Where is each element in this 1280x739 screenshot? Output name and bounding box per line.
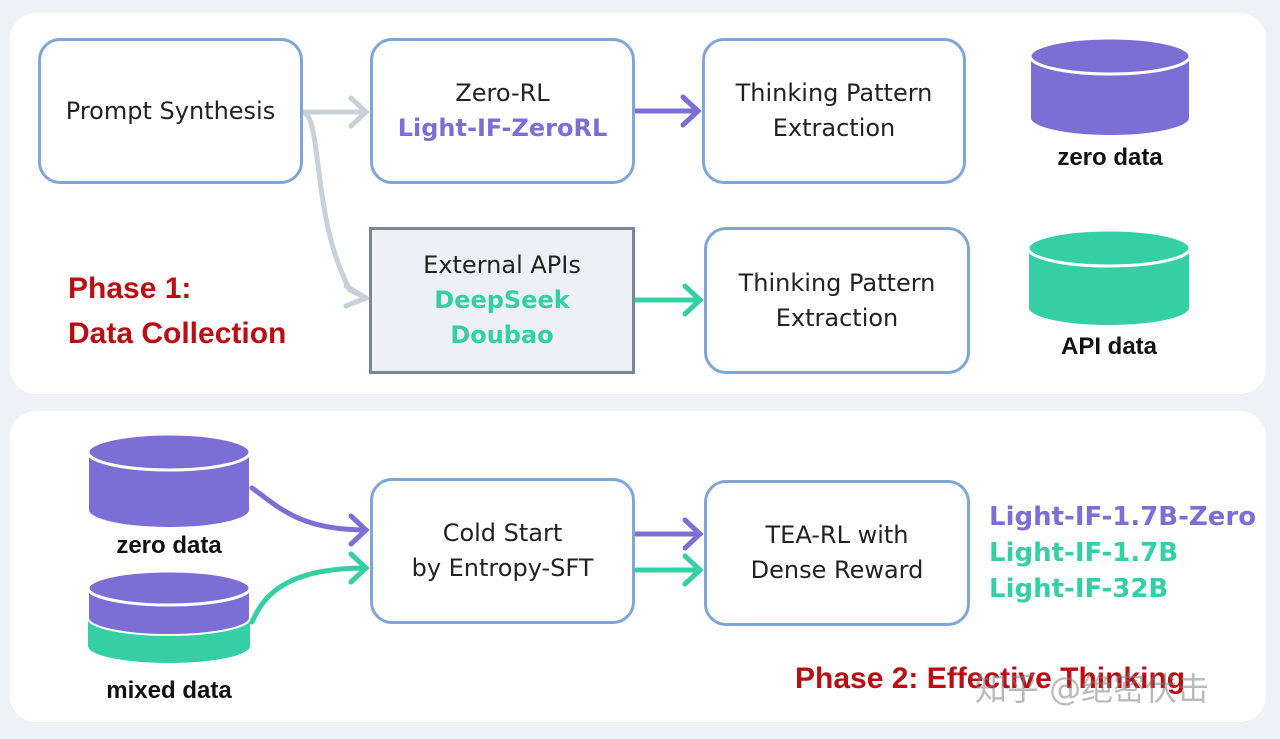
thinking-extraction-top-box: Thinking Pattern Extraction (702, 38, 966, 184)
external-api-doubao: Doubao (450, 321, 554, 349)
output-light-if-1-7b: Light-IF-1.7B (989, 538, 1179, 568)
phase1-title-line2: Data Collection (68, 317, 287, 350)
arrow-prompt-to-external (301, 110, 372, 309)
tea-rl-box: TEA-RL with Dense Reward (704, 480, 970, 626)
arrow-zero-data-to-coldstart (249, 485, 370, 547)
external-apis-title: External APIs (423, 251, 581, 279)
extraction-top-line1: Thinking Pattern (735, 79, 933, 107)
cold-start-box: Cold Start by Entropy-SFT (370, 478, 635, 624)
output-light-if-32b: Light-IF-32B (989, 574, 1169, 604)
extraction-top-line2: Extraction (772, 114, 896, 142)
phase1-title-line1: Phase 1: (68, 272, 192, 305)
zero-data-cylinder-icon (1028, 36, 1192, 137)
extraction-bottom-line2: Extraction (775, 303, 899, 332)
output-light-if-1-7b-zero: Light-IF-1.7B-Zero (989, 502, 1257, 532)
tea-rl-line2: Dense Reward (750, 556, 924, 584)
external-api-deepseek: DeepSeek (434, 286, 570, 314)
zero-data-label: zero data (1057, 144, 1163, 171)
mixed-data-cylinder-icon (86, 569, 252, 663)
arrow-coldstart-to-tearl-purple (633, 517, 704, 551)
zero-rl-title: Zero-RL (455, 79, 550, 107)
phase2-zero-data-label: zero data (116, 532, 222, 559)
arrow-coldstart-to-tearl-green (633, 553, 704, 587)
prompt-synthesis-label: Prompt Synthesis (65, 96, 276, 125)
prompt-synthesis-box: Prompt Synthesis (38, 38, 303, 184)
phase1-title: Phase 1: Data Collection (68, 266, 286, 356)
arrow-mixed-data-to-coldstart (249, 551, 370, 625)
arrow-zerorl-to-extraction (633, 94, 702, 128)
api-data-cylinder-icon (1026, 228, 1192, 327)
api-data-label: API data (1060, 333, 1158, 360)
zero-rl-model: Light-IF-ZeroRL (397, 114, 608, 142)
external-apis-box: External APIs DeepSeek Doubao (369, 227, 635, 374)
phase2-zero-data-cylinder-icon (86, 432, 252, 529)
watermark: 知乎 @绝密伏击 (975, 670, 1210, 708)
cold-start-line1: Cold Start (442, 519, 563, 547)
thinking-extraction-bottom-box: Thinking Pattern Extraction (704, 227, 970, 374)
phase2-title: Phase 2: Effective Thinking (795, 662, 1186, 695)
arrow-prompt-to-zerorl (300, 95, 370, 129)
extraction-bottom-line1: Thinking Pattern (738, 268, 936, 297)
zero-rl-box: Zero-RL Light-IF-ZeroRL (370, 38, 635, 184)
mixed-data-label: mixed data (106, 677, 232, 704)
cold-start-line2: by Entropy-SFT (411, 554, 594, 582)
tea-rl-line1: TEA-RL with (765, 521, 909, 549)
arrow-external-to-extraction (633, 283, 704, 317)
